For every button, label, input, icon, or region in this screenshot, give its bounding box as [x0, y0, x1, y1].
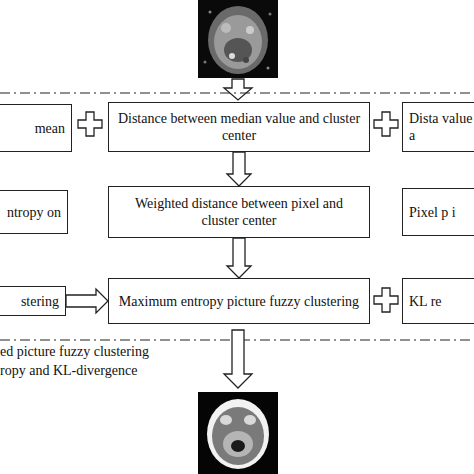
flow-arrow	[227, 238, 251, 278]
box-content: mean	[35, 120, 65, 137]
box-text: ntropy on	[7, 204, 61, 221]
box-text: Weighted distance between pixel and clus…	[115, 195, 363, 229]
box-text: Maximum entropy picture fuzzy clustering	[119, 293, 359, 310]
frame-caption: ropy and KL-divergence	[0, 362, 137, 380]
process-box: Maximum entropy picture fuzzy clustering	[108, 278, 370, 324]
flow-arrow	[227, 152, 251, 186]
box-text: Dista value a	[409, 110, 474, 144]
box-content: Pixel p i	[409, 204, 456, 221]
box-text: KL re	[409, 293, 442, 310]
box-content: KL re	[409, 293, 442, 310]
process-box: mean	[0, 104, 72, 152]
process-box: stering	[0, 286, 66, 316]
box-content: Distance between median value and cluste…	[115, 110, 363, 144]
box-content: ntropy on	[7, 204, 61, 221]
flow-arrow	[66, 289, 108, 313]
frame-top	[0, 92, 474, 93]
box-content: stering	[21, 293, 59, 310]
input-mri-image	[198, 0, 278, 78]
box-text: stering	[21, 293, 59, 310]
box-text: Distance between median value and cluste…	[115, 110, 363, 144]
process-box: KL re	[402, 278, 474, 324]
box-content: Maximum entropy picture fuzzy clustering	[119, 293, 359, 310]
box-content: Weighted distance between pixel and clus…	[115, 195, 363, 229]
input-arrow	[224, 79, 252, 100]
process-box: Weighted distance between pixel and clus…	[108, 186, 370, 238]
process-box: ntropy on	[0, 190, 68, 234]
box-text: mean	[35, 120, 65, 137]
box-text: Pixel p i	[409, 204, 456, 221]
output-arrow	[224, 330, 252, 388]
box-content: Dista value a	[409, 110, 474, 144]
process-box: Dista value a	[402, 102, 474, 152]
output-segmented-image	[198, 392, 278, 474]
process-box: Distance between median value and cluste…	[108, 102, 370, 152]
process-box: Pixel p i	[402, 188, 474, 236]
frame-caption: ed picture fuzzy clustering	[0, 343, 149, 361]
